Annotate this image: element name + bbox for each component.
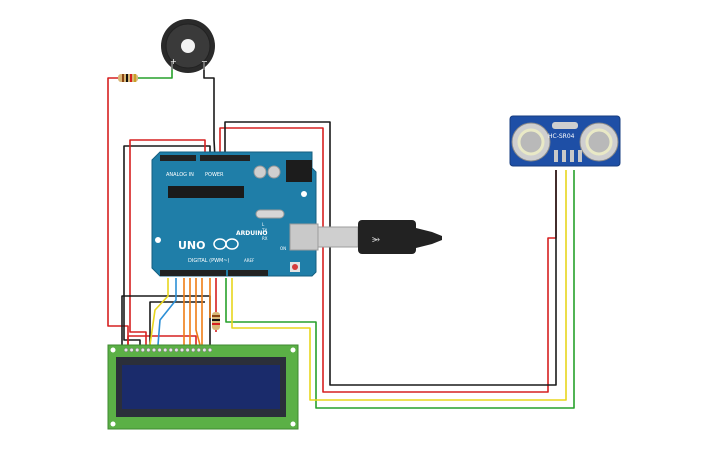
arduino-aref-label: AREF	[244, 258, 255, 263]
mounting-hole-1	[155, 237, 161, 243]
sensor-model-label: HC-SR04	[548, 133, 575, 140]
usb-cable[interactable]: ⭃	[317, 220, 442, 254]
capacitor-1	[253, 165, 267, 179]
piezo-buzzer[interactable]: + −	[161, 19, 215, 73]
usb-port	[289, 223, 319, 251]
wires	[107, 66, 575, 409]
lcd-pin	[123, 347, 129, 353]
lcd-pin	[135, 347, 140, 353]
usb-plug-metal	[317, 226, 359, 248]
sensor-transducer-left-inner	[517, 128, 545, 156]
lcd-pin	[140, 347, 145, 353]
resistor-band-1	[122, 74, 124, 82]
ultrasonic-sensor[interactable]: HC-SR04	[509, 115, 621, 167]
atmega-chip	[168, 186, 244, 198]
mounting-hole-2	[301, 191, 307, 197]
wire-black-buzzer-gnd	[203, 66, 216, 159]
sensor-pin-trig	[562, 150, 566, 162]
wire-blue-d3	[157, 278, 177, 346]
lcd-16x2[interactable]	[107, 344, 299, 430]
lcd-hole-tl	[110, 347, 116, 353]
usb-cable-strain	[416, 228, 442, 248]
wire-green-trig	[225, 170, 575, 409]
resistor-band-3	[130, 74, 132, 82]
resistor-lcd-band-2	[212, 319, 220, 321]
resistor-lcd-band-1	[212, 315, 220, 317]
lcd-pin	[151, 347, 157, 353]
sensor-transducer-right-inner	[585, 128, 613, 156]
usb-plug-body	[358, 220, 416, 254]
lcd-hole-bl	[110, 421, 116, 427]
lcd-pin	[146, 347, 151, 353]
sensor-pins	[554, 150, 582, 162]
wire-orange-d6	[195, 278, 201, 346]
header-digital-low	[160, 270, 226, 276]
arduino-on-label: ON	[280, 246, 286, 251]
arduino-digital-label: DIGITAL (PWM~)	[188, 258, 230, 264]
arduino-tx-label: TX	[261, 228, 267, 233]
lcd-pins	[123, 347, 213, 353]
arduino-analog-label: ANALOG IN	[166, 172, 194, 178]
wire-black-lcd-gnd	[121, 295, 211, 345]
lcd-pin	[157, 347, 162, 353]
lcd-pin	[191, 347, 196, 353]
resistor-buzzer[interactable]	[118, 74, 138, 82]
lcd-hole-br	[290, 421, 296, 427]
lcd-hole-tr	[290, 347, 296, 353]
dc-jack	[286, 160, 312, 182]
lcd-pin	[202, 347, 207, 353]
lcd-pin	[196, 347, 201, 353]
reset-button-cap[interactable]	[292, 264, 298, 270]
header-power	[200, 155, 250, 161]
crystal	[255, 209, 285, 219]
wire-black-lcd-rw	[149, 301, 205, 345]
wire-green-resistor-buzzer	[136, 66, 173, 79]
capacitor-2	[267, 165, 281, 179]
lcd-screen	[122, 365, 280, 409]
resistor-band-2	[126, 74, 128, 82]
wire-red-buzzer-resistor	[107, 77, 129, 345]
buzzer-hole	[181, 39, 195, 53]
sensor-pin-vcc	[554, 150, 558, 162]
wire-black-power-left	[123, 145, 211, 345]
wire-red-5v-sensor	[219, 127, 557, 393]
resistor-band-4	[134, 74, 136, 82]
lcd-pin	[185, 347, 190, 353]
sensor-pin-echo	[570, 150, 574, 162]
arduino-uno[interactable]: POWER ANALOG IN DIGITAL (PWM~) ARDUINO U…	[151, 151, 319, 277]
wire-yellow-echo	[231, 170, 567, 401]
wire-red-lcd-vcc	[127, 335, 197, 345]
header-analog	[160, 155, 196, 161]
sensor-crystal	[552, 122, 578, 129]
lcd-pin	[163, 347, 168, 353]
resistor-lcd-band-3	[212, 323, 220, 325]
buzzer-plus-label: +	[170, 57, 177, 66]
lcd-pin	[174, 347, 179, 353]
arduino-brand-label: ARDUINO	[236, 230, 267, 237]
arduino-logo	[213, 238, 239, 250]
arduino-power-label: POWER	[205, 172, 224, 178]
buzzer-minus-label: −	[201, 57, 208, 66]
arduino-l-label: L	[262, 222, 265, 227]
wire-black-gnd-sensor	[224, 121, 557, 386]
sensor-pin-gnd	[578, 150, 582, 162]
logo-loop-right	[225, 238, 239, 250]
lcd-pin	[179, 347, 185, 353]
arduino-rx-label: RX	[262, 236, 268, 241]
arduino-model-label: UNO	[178, 239, 206, 252]
usb-symbol-icon: ⭃	[372, 234, 380, 245]
lcd-pin	[129, 347, 134, 353]
resistor-lcd[interactable]	[212, 312, 220, 330]
wire-yellow-d2	[149, 278, 169, 346]
lcd-pin	[168, 347, 173, 353]
wire-red-power-left	[129, 139, 206, 345]
lcd-pin	[207, 347, 213, 353]
header-digital-high	[228, 270, 268, 276]
